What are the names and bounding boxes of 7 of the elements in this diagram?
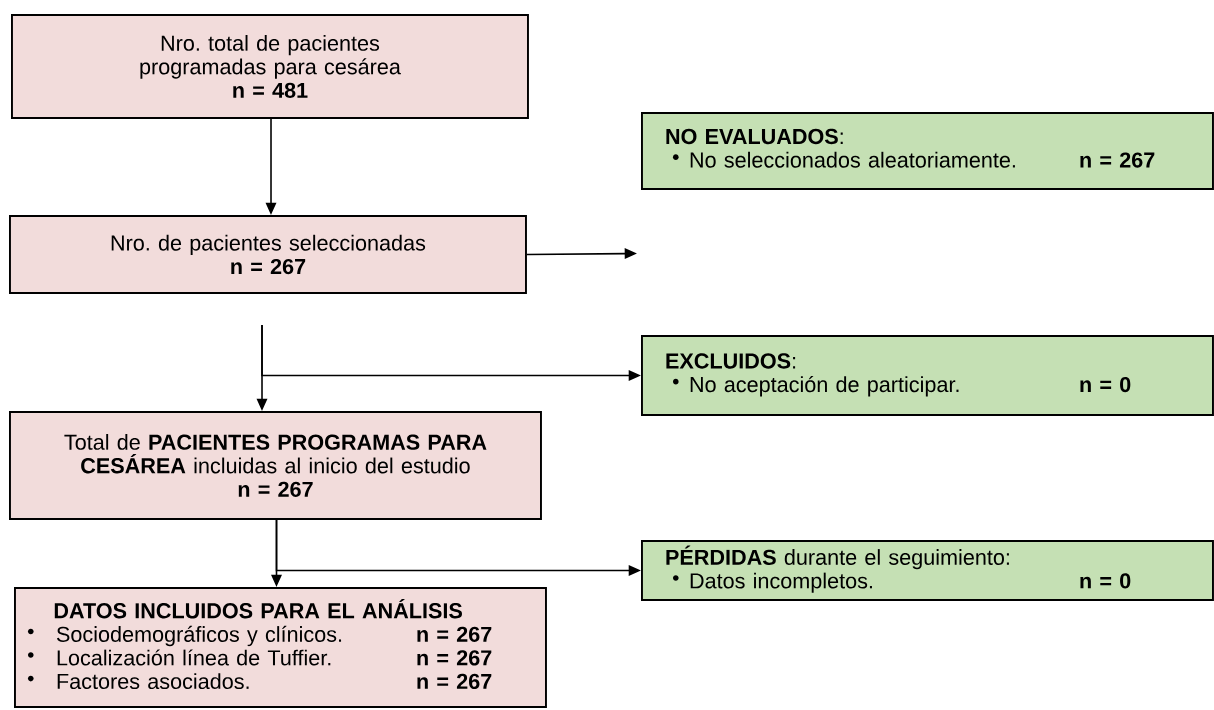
exclusion-box: EXCLUIDOS: No aceptación de participar. n = 0: [641, 335, 1214, 416]
process-box: Nro. de pacientes seleccionadas n = 267: [9, 215, 527, 294]
exclusion-box: NO EVALUADOS: No seleccionados aleatoriamente. n = 267: [641, 112, 1214, 190]
process-box: DATOS INCLUIDOS PARA EL ANÁLISIS Sociodemográficos y clínicos. n = 267 Localización línea de Tuffier. n = 267 Factores asociados. n = 267: [14, 587, 547, 708]
process-box: Nro. total de pacientes programadas para cesárea n = 481: [11, 14, 529, 119]
exclusion-box: PÉRDIDAS durante el seguimiento: Datos incompletos. n = 0: [641, 540, 1214, 601]
process-box: Total de PACIENTES PROGRAMAS PARA CESÁREA incluidas al inicio del estudio n = 267: [9, 411, 542, 520]
